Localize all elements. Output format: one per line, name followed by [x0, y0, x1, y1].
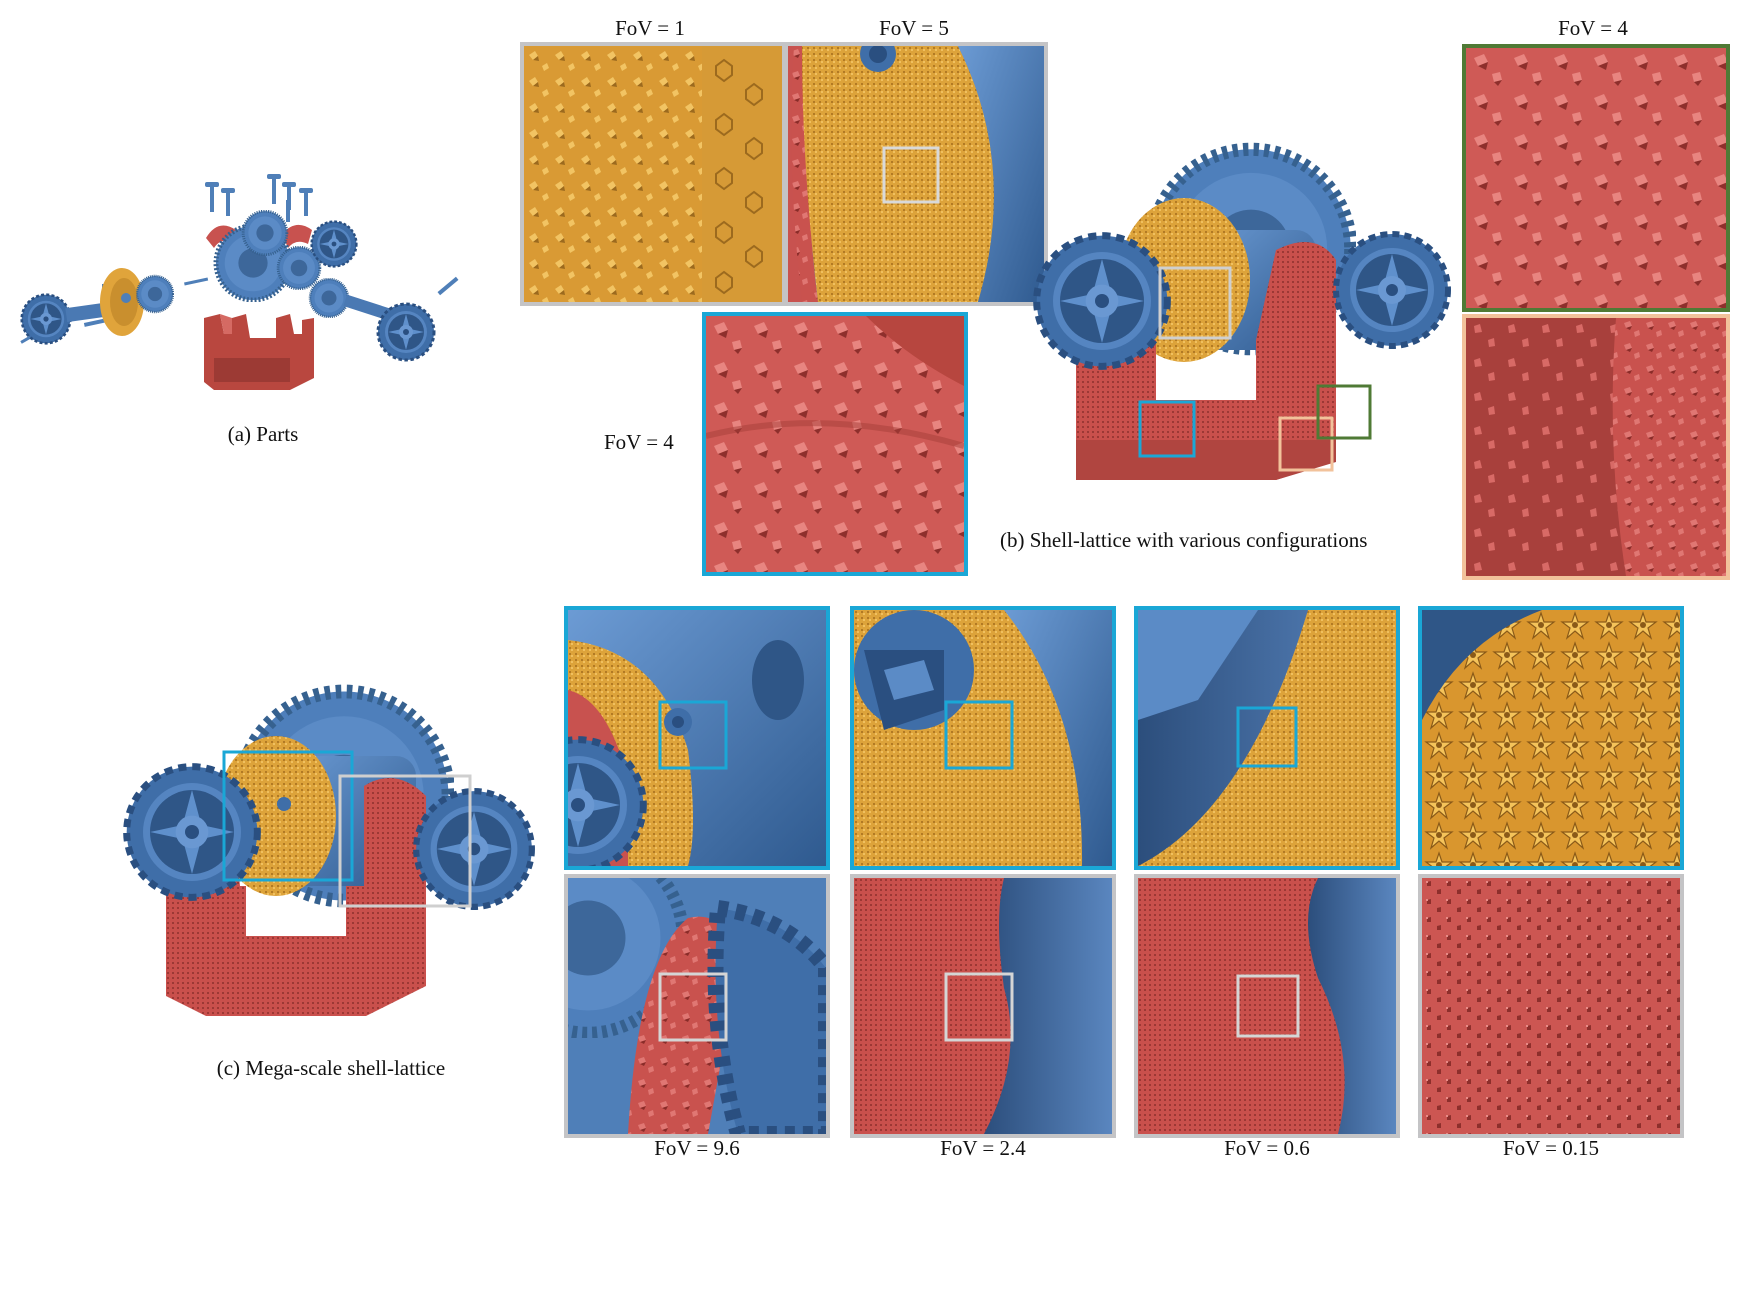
exploded-parts-illustration — [14, 168, 464, 408]
panel-c-bottom-3 — [1134, 874, 1400, 1138]
panel-b-red-peach-frame — [1462, 314, 1730, 580]
caption-shell-lattice: (b) Shell-lattice with various configura… — [1000, 528, 1368, 552]
shell-lattice-assembly — [1036, 140, 1456, 480]
panel-b-red-green-frame — [1462, 44, 1730, 312]
panel-c-bottom-1 — [564, 874, 830, 1138]
fov-label-b-red-closeup: FoV = 4 — [604, 430, 674, 454]
panel-c-top-4 — [1418, 606, 1684, 870]
panel-c-top-3 — [1134, 606, 1400, 870]
fov-label-c-col3: FoV = 0.6 — [1224, 1136, 1310, 1160]
fov-label-b-gold-overview: FoV = 5 — [879, 16, 949, 40]
panel-c-top-1 — [564, 606, 830, 870]
fov-label-b-gold-closeup: FoV = 1 — [615, 16, 685, 40]
mega-scale-assembly — [126, 686, 536, 1026]
panel-b-red-closeup — [702, 312, 968, 576]
fov-label-c-col2: FoV = 2.4 — [940, 1136, 1026, 1160]
caption-mega-scale: (c) Mega-scale shell-lattice — [216, 1056, 446, 1080]
panel-c-top-2 — [850, 606, 1116, 870]
panel-b-gold-closeup — [520, 42, 786, 306]
fov-label-c-col1: FoV = 9.6 — [654, 1136, 740, 1160]
fov-label-c-col4: FoV = 0.15 — [1502, 1136, 1600, 1160]
panel-c-bottom-4 — [1418, 874, 1684, 1138]
caption-parts: (a) Parts — [227, 422, 299, 446]
panel-c-bottom-2 — [850, 874, 1116, 1138]
panel-b-gold-overview — [784, 42, 1048, 306]
fov-label-b-right-column: FoV = 4 — [1558, 16, 1628, 40]
